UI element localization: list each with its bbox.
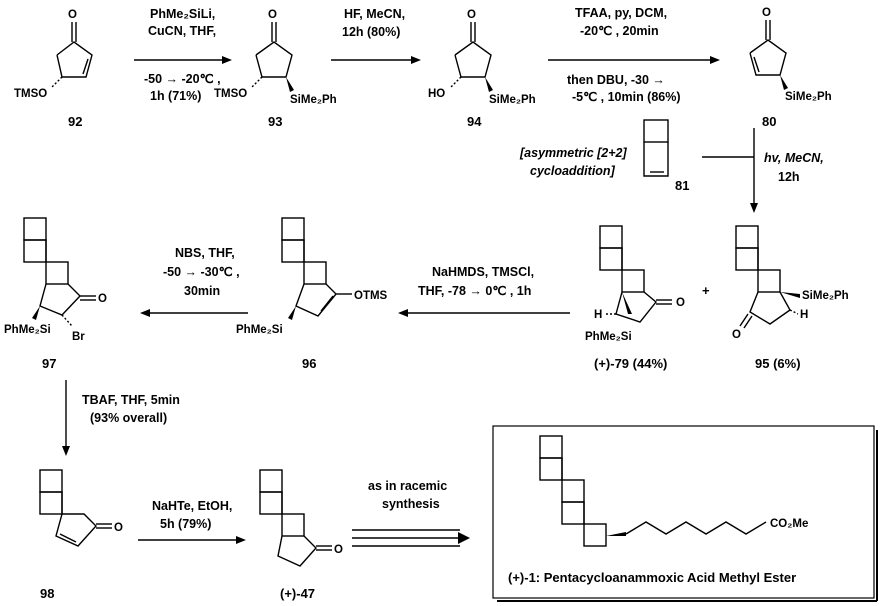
- compound-label-96: 96: [302, 356, 316, 371]
- arrow-head: [62, 446, 70, 456]
- compound-95-structure: [735, 225, 800, 329]
- compound-label-47: (+)-47: [280, 586, 315, 601]
- cond-s2-line2: 12h (80%): [342, 25, 400, 39]
- atom-PhMe2Si: PhMe₂Si: [4, 324, 51, 336]
- cond-s9-line1: as in racemic: [368, 479, 447, 493]
- cond-s1-line2: CuCN, THF,: [148, 24, 216, 38]
- compound-label-93: 93: [268, 114, 282, 129]
- atom-O: O: [676, 297, 685, 309]
- cond-s1-line1: PhMe₂SiLi,: [150, 7, 215, 21]
- cond-s5-line1: NaHMDS, TMSCl,: [432, 265, 534, 279]
- cond-s7-line1: TBAF, THF, 5min: [82, 393, 180, 407]
- atom-H: H: [594, 309, 602, 321]
- cond-s3b-line1: then DBU, -30 →: [567, 73, 665, 87]
- target-structure: [539, 435, 767, 547]
- compound-97-structure: [23, 217, 96, 327]
- atom-O: O: [467, 9, 476, 21]
- cond-s4-note-line1: [asymmetric [2+2]: [519, 146, 627, 160]
- atom-O: O: [268, 9, 277, 21]
- cond-s2-line1: HF, MeCN,: [344, 7, 405, 21]
- cond-s5-line2: THF, -78 → 0℃ , 1h: [418, 284, 531, 298]
- cond-s8-line1: NaHTe, EtOH,: [152, 499, 232, 513]
- atom-O: O: [68, 9, 77, 21]
- atom-O: O: [98, 293, 107, 305]
- arrow-head: [458, 532, 470, 544]
- atom-HO: HO: [428, 88, 445, 100]
- target-box: [492, 425, 875, 599]
- atom-SiMe2Ph: SiMe₂Ph: [802, 290, 849, 302]
- compound-80-structure: [749, 20, 788, 90]
- compound-label-97: 97: [42, 356, 56, 371]
- cond-s6-line1: NBS, THF,: [175, 246, 235, 260]
- compound-79-structure: [599, 225, 672, 323]
- arrow-head: [398, 309, 408, 317]
- cond-s4-line1: hv, MeCN,: [764, 151, 824, 165]
- atom-O: O: [334, 544, 343, 556]
- compound-label-79: (+)-79 (44%): [594, 356, 667, 371]
- compound-81-structure: [643, 119, 669, 177]
- plus-sign: +: [702, 283, 710, 298]
- compound-label-80: 80: [762, 114, 776, 129]
- cond-s4-note-line2: cycloaddition]: [530, 164, 616, 178]
- arrow-head: [222, 56, 232, 64]
- cond-s9-line2: synthesis: [382, 497, 440, 511]
- arrow-head: [710, 56, 720, 64]
- atom-SiMe2Ph: SiMe₂Ph: [785, 91, 832, 103]
- atom-O: O: [732, 329, 741, 341]
- compound-96-structure: [281, 217, 352, 320]
- cond-s6-line3: 30min: [184, 284, 220, 298]
- atom-SiMe2Ph: SiMe₂Ph: [290, 94, 337, 106]
- atom-SiMe2Ph: SiMe₂Ph: [489, 94, 536, 106]
- target-caption: (+)-1: Pentacycloanammoxic Acid Methyl E…: [508, 570, 796, 585]
- cond-s4-line2: 12h: [778, 170, 800, 184]
- cond-s6-line2: -50 → -30℃ ,: [163, 265, 240, 279]
- atom-Br: Br: [72, 331, 85, 343]
- arrow-head: [236, 536, 246, 544]
- cond-s4-text: hv, MeCN,: [764, 151, 824, 165]
- compound-47-structure: [259, 469, 332, 567]
- cond-s8-line2: 5h (79%): [160, 517, 211, 531]
- compound-93-structure: [251, 22, 294, 92]
- cond-s1-line4: 1h (71%): [150, 89, 201, 103]
- atom-CO2Me: CO₂Me: [770, 518, 808, 530]
- compound-label-92: 92: [68, 114, 82, 129]
- compound-label-95: 95 (6%): [755, 356, 801, 371]
- atom-TMSO: TMSO: [14, 88, 47, 100]
- atom-O: O: [114, 522, 123, 534]
- arrow-head: [750, 203, 758, 213]
- compound-label-94: 94: [467, 114, 482, 129]
- compound-94-structure: [450, 22, 493, 92]
- compound-label-81: 81: [675, 178, 689, 193]
- compound-92-structure: [51, 22, 93, 88]
- cond-s3a-line1: TFAA, py, DCM,: [575, 6, 667, 20]
- cond-s1-line3: -50 → -20℃ ,: [144, 72, 221, 86]
- arrow-head: [140, 309, 150, 317]
- atom-O: O: [762, 7, 771, 19]
- atom-PhMe2Si: PhMe₂Si: [585, 331, 632, 343]
- atom-TMSO: TMSO: [214, 88, 247, 100]
- compound-98-structure: [39, 469, 112, 547]
- cond-s3b-line2: -5℃ , 10min (86%): [572, 90, 681, 104]
- compound-label-98: 98: [40, 586, 54, 601]
- atom-OTMS: OTMS: [354, 290, 388, 302]
- atom-PhMe2Si: PhMe₂Si: [236, 324, 283, 336]
- atom-H: H: [800, 309, 808, 321]
- cond-s3a-line2: -20℃ , 20min: [580, 24, 659, 38]
- arrow-head: [411, 56, 421, 64]
- cond-s7-line2: (93% overall): [90, 411, 167, 425]
